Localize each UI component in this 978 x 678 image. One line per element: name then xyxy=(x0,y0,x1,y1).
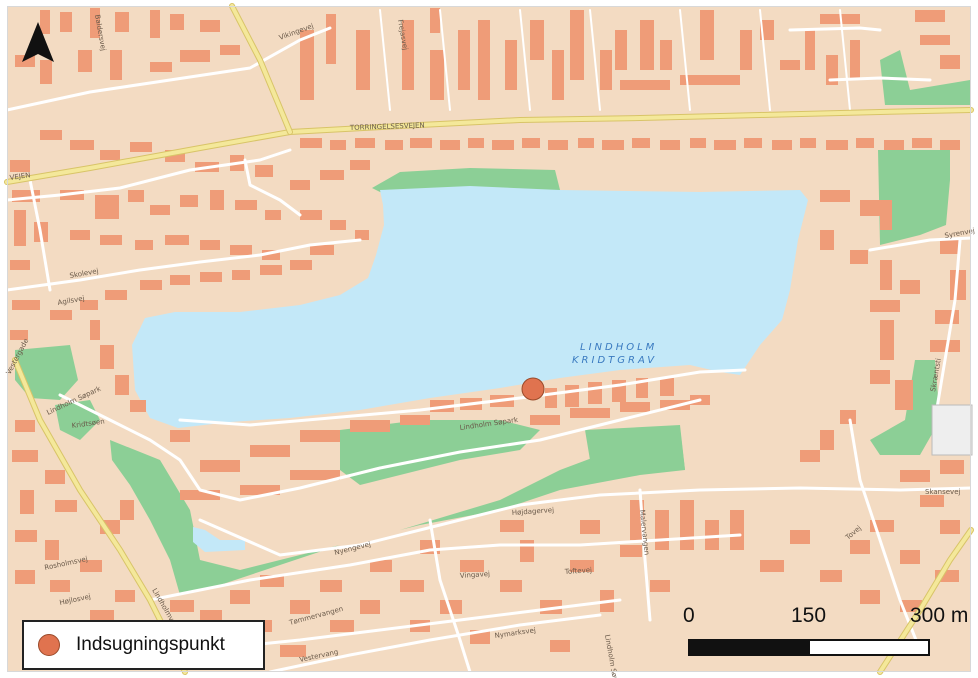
street-label: TORRINGELSESVEJEN xyxy=(349,121,425,132)
sports-field xyxy=(931,404,973,456)
street-label: Vingavej xyxy=(460,570,491,580)
lake-label: LINDHOLM xyxy=(580,342,657,353)
north-arrow-icon xyxy=(22,22,54,62)
park-areas xyxy=(15,50,970,595)
scale-label-150: 150 xyxy=(791,604,827,627)
intake-point-marker[interactable] xyxy=(521,377,545,401)
street-label: Højdagervej xyxy=(512,506,555,517)
scale-bar xyxy=(688,639,930,656)
lake-label: KRIDTGRAV xyxy=(572,355,657,366)
scale-label-300: 300 m xyxy=(910,604,969,627)
street-label: VEJEN xyxy=(9,171,31,182)
legend-marker-icon xyxy=(38,634,60,656)
street-label: Skansevej xyxy=(925,488,961,496)
roads xyxy=(5,9,973,674)
scale-bar-segment-1 xyxy=(689,640,809,655)
lake-lindholm-kridtgrav[interactable] xyxy=(132,186,808,428)
legend: Indsugningspunkt xyxy=(22,620,265,670)
scale-bar-segment-2 xyxy=(808,639,930,656)
street-label: Toftevej xyxy=(564,566,593,576)
legend-label: Indsugningspunkt xyxy=(76,634,225,655)
scale-label-0: 0 xyxy=(683,604,695,627)
